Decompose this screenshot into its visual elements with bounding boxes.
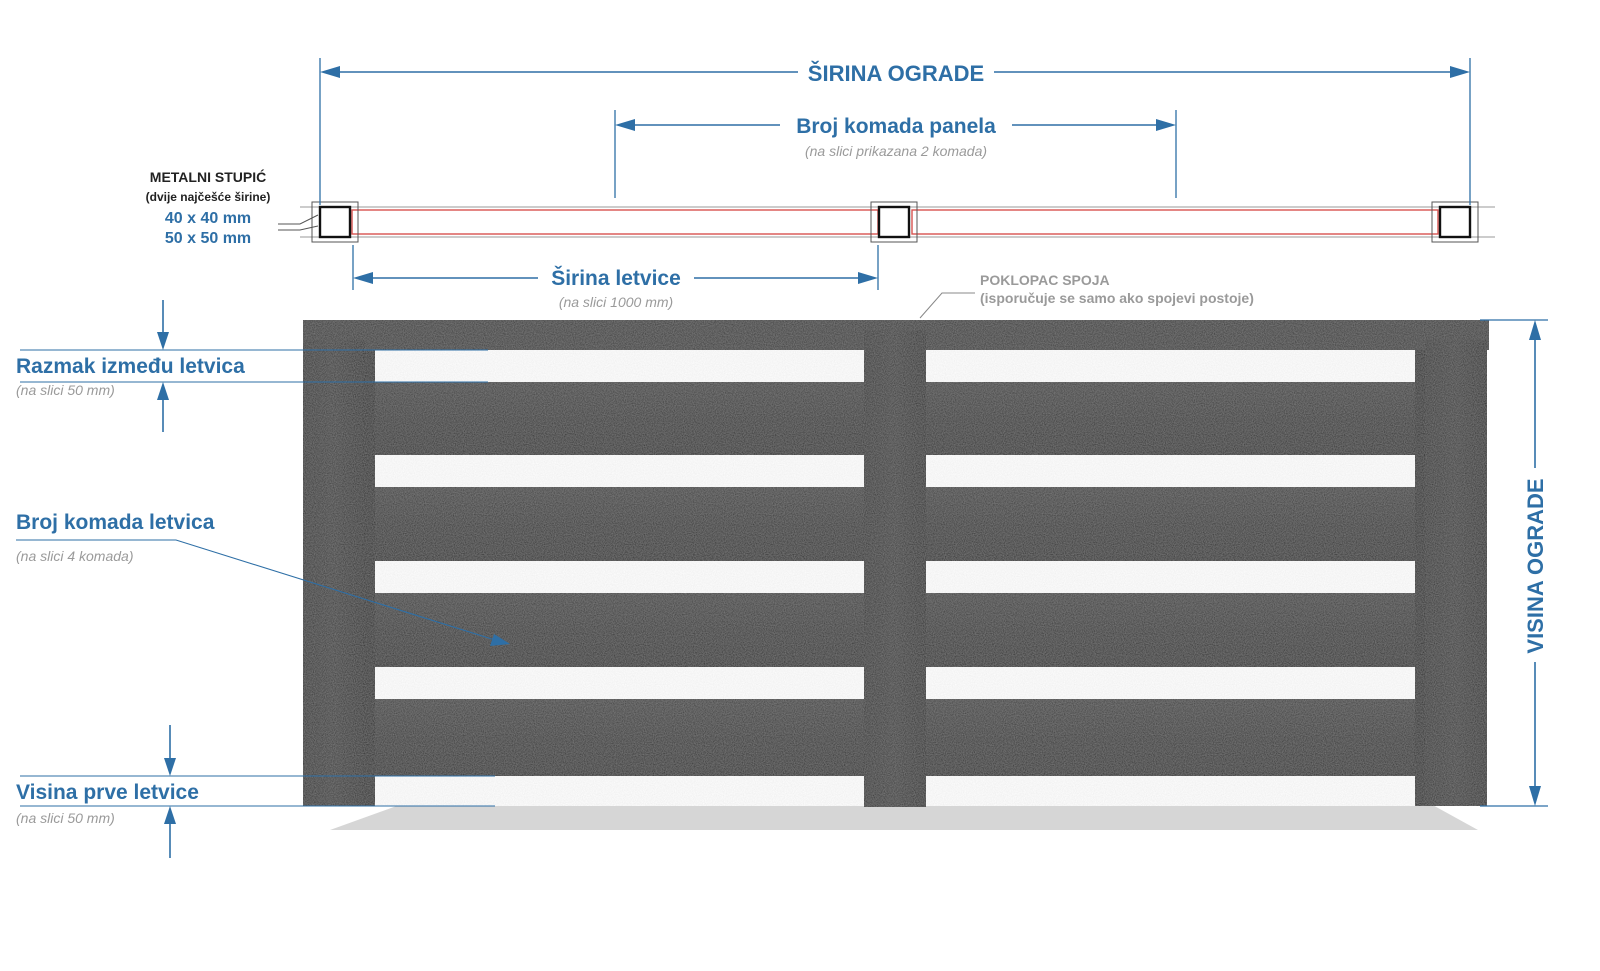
arrow-icon bbox=[1529, 786, 1541, 806]
square-tube-icon bbox=[1431, 201, 1479, 243]
arrow-icon bbox=[157, 332, 169, 350]
slat-gap bbox=[375, 455, 864, 487]
post-left bbox=[303, 340, 365, 806]
slat-gap bbox=[375, 350, 864, 382]
post-left-inner bbox=[365, 350, 375, 806]
slat bbox=[365, 699, 864, 776]
post-leader bbox=[278, 214, 319, 225]
arrow-icon bbox=[615, 119, 635, 131]
slat-top-outline-left bbox=[351, 209, 879, 235]
slat-count-note: (na slici 4 komada) bbox=[16, 548, 134, 564]
fence-height-dimension: VISINA OGRADE bbox=[1480, 319, 1548, 807]
post-title: METALNI STUPIĆ bbox=[150, 168, 266, 185]
square-tube-icon bbox=[311, 201, 359, 243]
slat bbox=[926, 593, 1425, 667]
arrow-icon bbox=[164, 758, 176, 776]
square-tube-icon bbox=[870, 201, 918, 243]
panel-count-dimension: Broj komada panela (na slici prikazana 2… bbox=[614, 110, 1177, 198]
post-leader-2 bbox=[278, 225, 319, 231]
joint-cover-title: POKLOPAC SPOJA bbox=[980, 272, 1110, 288]
arrow-icon bbox=[164, 806, 176, 824]
slat-gap bbox=[926, 350, 1415, 382]
slat-count-callout: Broj komada letvica (na slici 4 komada) bbox=[16, 511, 510, 646]
arrow-icon bbox=[490, 634, 510, 646]
arrow-icon bbox=[1450, 66, 1470, 78]
fence-width-dimension: ŠIRINA OGRADE bbox=[319, 58, 1471, 205]
slat bbox=[365, 593, 864, 667]
panel-count-label: Broj komada panela bbox=[796, 115, 996, 138]
slat bbox=[926, 382, 1425, 455]
arrow-icon bbox=[320, 66, 340, 78]
panel-count-note: (na slici prikazana 2 komada) bbox=[805, 143, 987, 159]
slat bbox=[926, 699, 1425, 776]
fence-elevation bbox=[303, 320, 1489, 830]
slat-gap bbox=[375, 561, 864, 593]
slat-gap bbox=[375, 667, 864, 699]
first-slat-height-dimension: Visina prve letvice (na slici 50 mm) bbox=[16, 725, 495, 858]
fence-width-label: ŠIRINA OGRADE bbox=[808, 61, 984, 86]
slat bbox=[365, 487, 864, 561]
joint-cover-leader bbox=[919, 292, 975, 319]
slat bbox=[926, 487, 1425, 561]
slat-count-label: Broj komada letvica bbox=[16, 511, 215, 534]
slat-width-note: (na slici 1000 mm) bbox=[559, 294, 673, 310]
post-right bbox=[1425, 340, 1487, 806]
post-callout: METALNI STUPIĆ (dvije najčešće širine) 4… bbox=[146, 168, 319, 247]
arrow-icon bbox=[1156, 119, 1176, 131]
slat bbox=[365, 382, 864, 455]
slat-gap-dimension: Razmak između letvica (na slici 50 mm) bbox=[16, 300, 488, 432]
fence-height-label: VISINA OGRADE bbox=[1523, 478, 1548, 653]
arrow-icon bbox=[858, 272, 878, 284]
post-size-2: 50 x 50 mm bbox=[165, 230, 251, 247]
slat-gap bbox=[926, 667, 1415, 699]
post-size-1: 40 x 40 mm bbox=[165, 210, 251, 227]
slat-gap bbox=[375, 776, 864, 806]
top-view bbox=[300, 201, 1495, 243]
post-middle bbox=[864, 330, 926, 807]
slat-width-dimension: Širina letvice (na slici 1000 mm) bbox=[352, 245, 879, 310]
slat-top-outline-right bbox=[911, 209, 1439, 235]
first-slat-height-label: Visina prve letvice bbox=[16, 781, 199, 804]
arrow-icon bbox=[157, 382, 169, 400]
post-right-inner bbox=[1415, 350, 1425, 806]
slat-gap-note: (na slici 50 mm) bbox=[16, 382, 115, 398]
slat-gap-label: Razmak između letvica bbox=[16, 355, 245, 378]
first-slat-height-note: (na slici 50 mm) bbox=[16, 810, 115, 826]
slat-gap bbox=[926, 561, 1415, 593]
slat-width-label: Širina letvice bbox=[551, 266, 681, 290]
joint-cover-note: (isporučuje se samo ako spojevi postoje) bbox=[980, 290, 1254, 306]
slat-gap bbox=[926, 776, 1415, 806]
arrow-icon bbox=[1529, 320, 1541, 340]
arrow-icon bbox=[353, 272, 373, 284]
post-subtitle: (dvije najčešće širine) bbox=[146, 190, 271, 204]
slat-gap bbox=[926, 455, 1415, 487]
joint-cover-callout: POKLOPAC SPOJA (isporučuje se samo ako s… bbox=[919, 272, 1254, 319]
